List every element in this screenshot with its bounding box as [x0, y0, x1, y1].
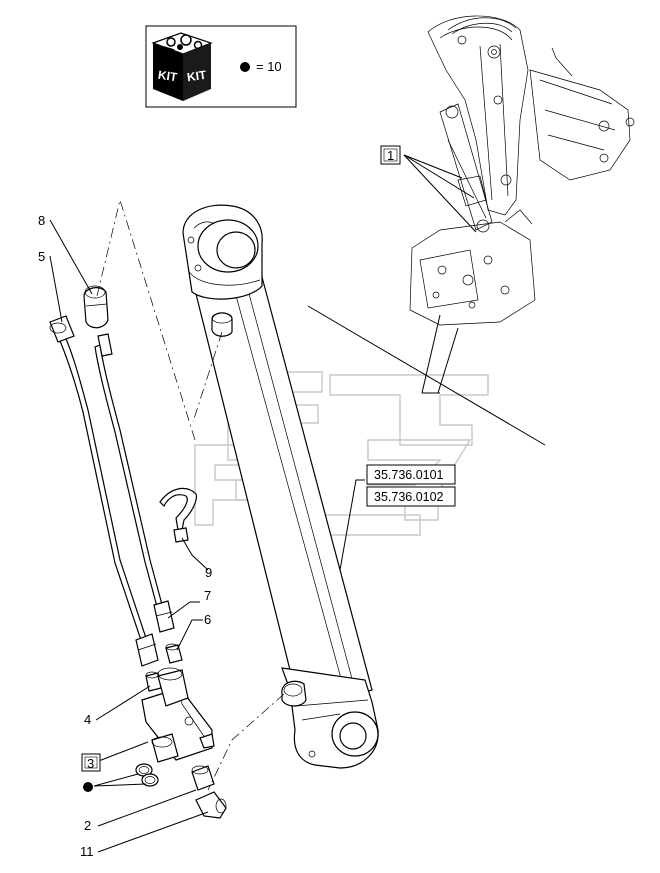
kit-box-icon [151, 32, 213, 101]
callout-label-8[interactable]: 8 [38, 213, 45, 228]
kit-label-left: KIT [157, 68, 179, 85]
kit-bullet-icon [83, 782, 93, 792]
callout-label-6[interactable]: 6 [204, 612, 211, 627]
kit-quantity-text: = 10 [256, 59, 282, 74]
kit-legend-box: KIT KIT = 10 [145, 25, 297, 108]
callout-3[interactable]: 3 [81, 753, 101, 772]
leader-lines [49, 154, 546, 853]
kit-label-right: KIT [186, 68, 208, 85]
callout-label-7[interactable]: 7 [204, 588, 211, 603]
reference-text-1[interactable]: 35.736.0101 [374, 468, 444, 482]
callout-label-1: 1 [387, 148, 394, 163]
hydraulic-cylinder [182, 204, 379, 769]
callout-label-11[interactable]: 11 [80, 844, 94, 859]
reference-box-2[interactable]: 35.736.0102 [366, 486, 456, 507]
callout-label-2[interactable]: 2 [84, 818, 91, 833]
callout-1[interactable]: 1 [380, 145, 401, 165]
callout-label-4[interactable]: 4 [84, 712, 91, 727]
reference-box-1[interactable]: 35.736.0101 [366, 464, 456, 485]
hydraulic-tubes [49, 285, 227, 819]
callout-label-5[interactable]: 5 [38, 249, 45, 264]
reference-text-2[interactable]: 35.736.0102 [374, 490, 444, 504]
callout-label-9[interactable]: 9 [205, 565, 212, 580]
callout-label-3: 3 [87, 756, 94, 771]
loader-arm-illustration [409, 15, 635, 326]
bullet-dot-icon [240, 62, 250, 72]
